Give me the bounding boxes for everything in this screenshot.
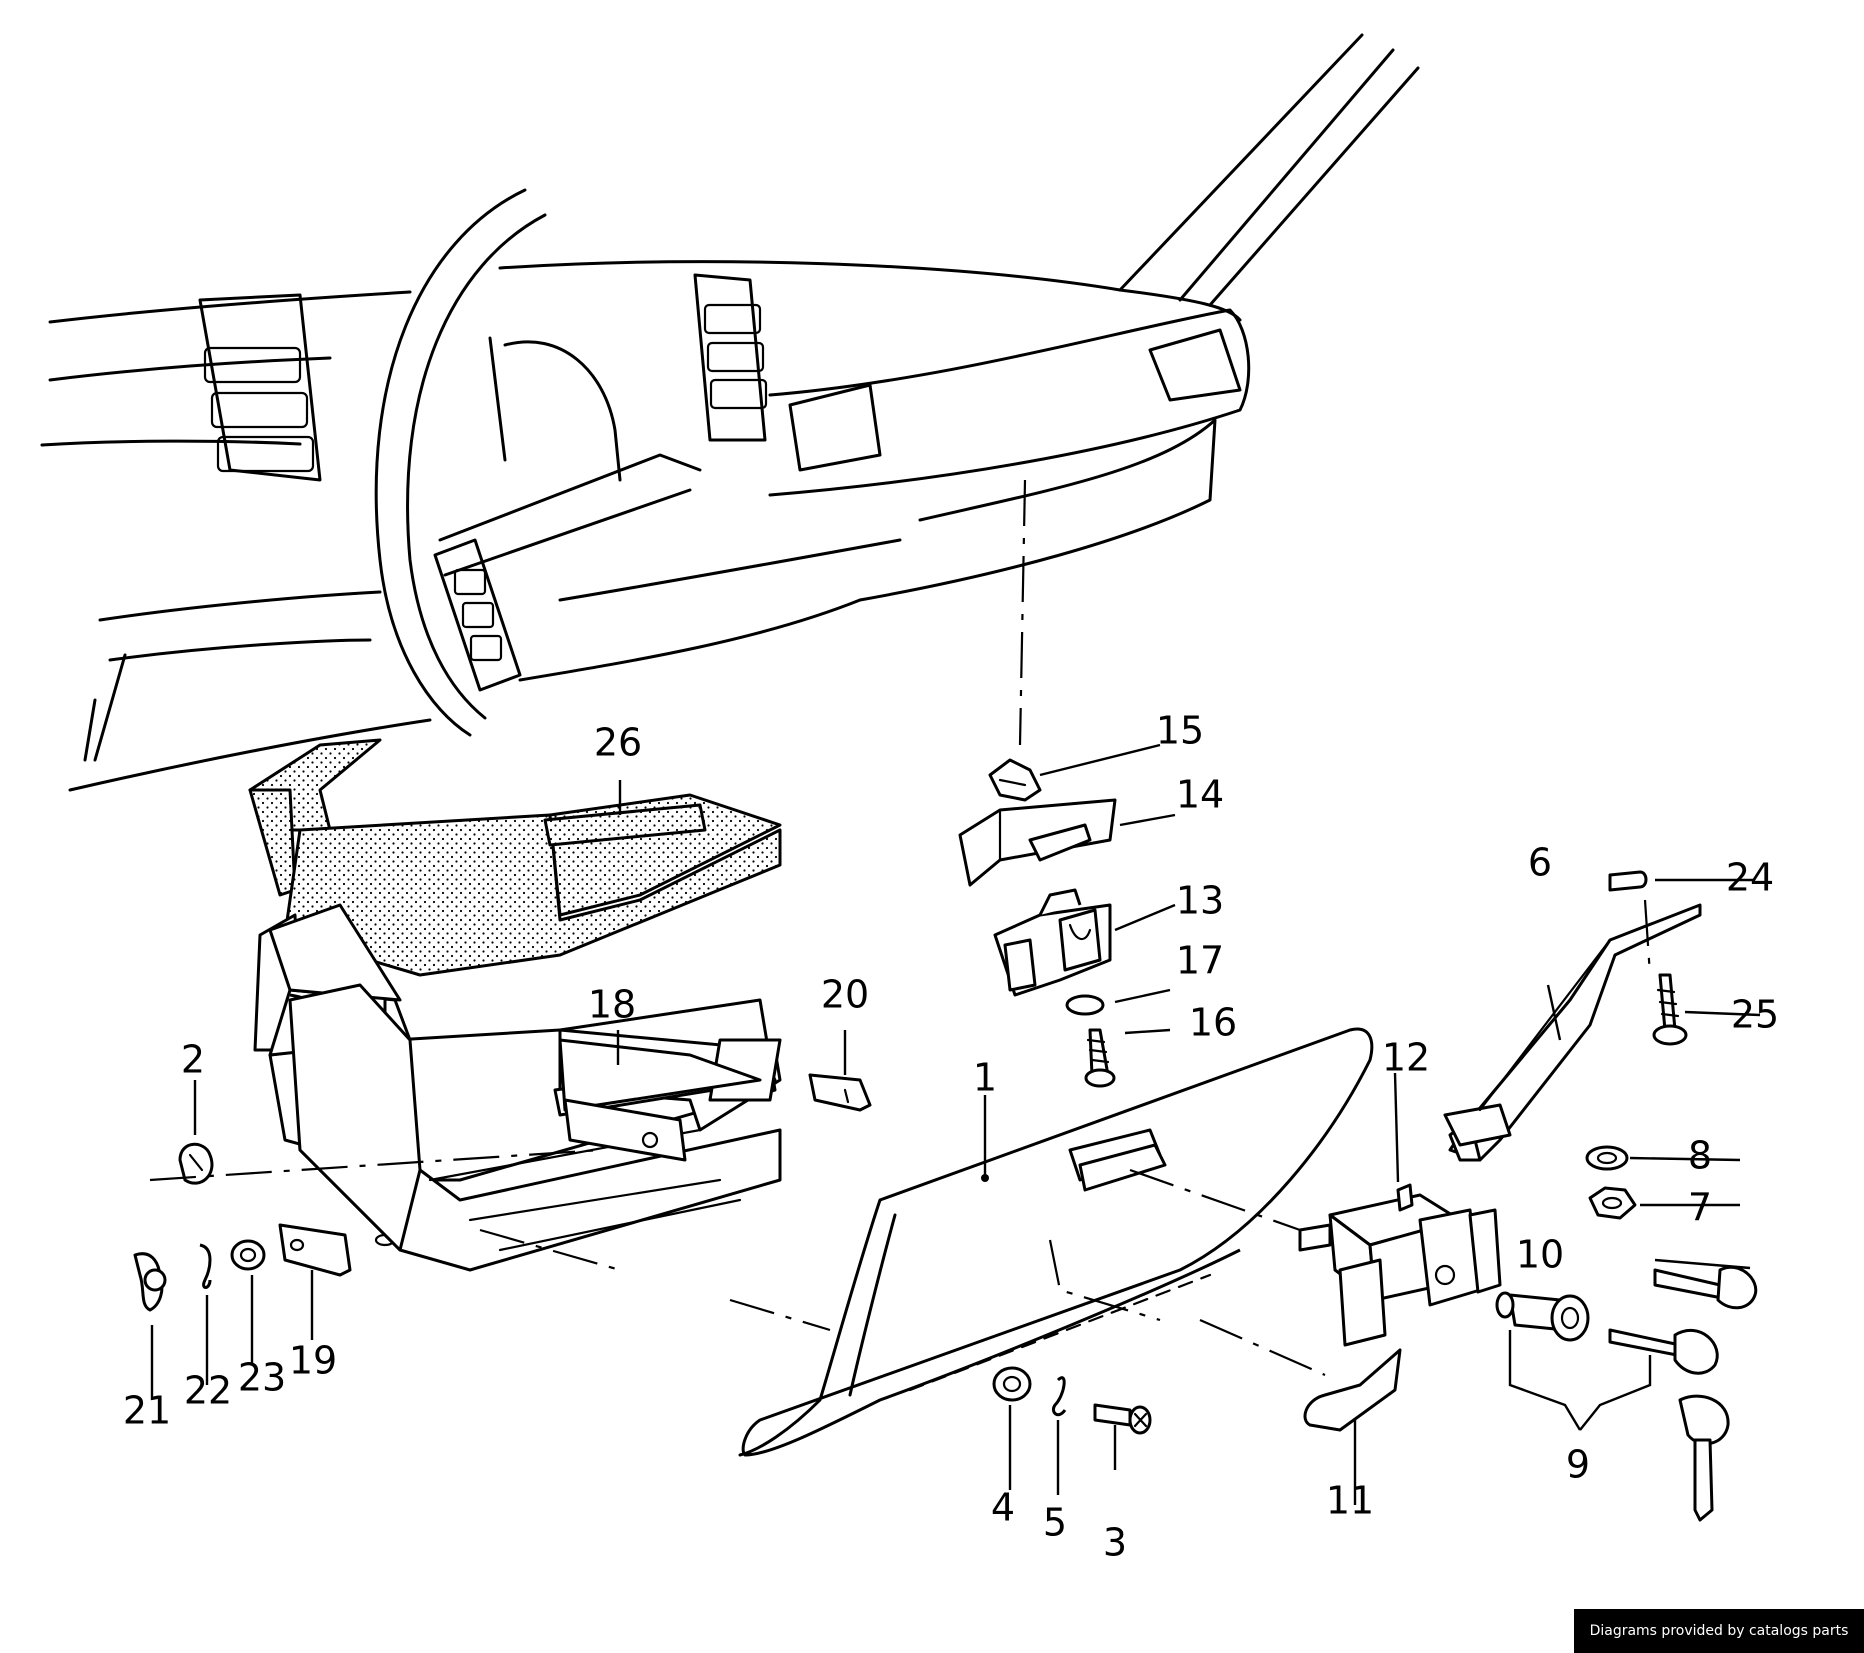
part-9-lock-cylinder [1495, 1291, 1590, 1342]
callout-21: 21 [123, 1389, 171, 1433]
part-6-side-bracket [1443, 903, 1702, 1162]
part-9-keys [1608, 1328, 1730, 1522]
callout-19: 19 [289, 1339, 337, 1383]
callout-10: 10 [1516, 1233, 1564, 1277]
part-25-screw [1652, 973, 1688, 1046]
part-12-lock [1298, 1183, 1502, 1347]
callout-13: 13 [1176, 879, 1224, 923]
callout-7: 7 [1688, 1186, 1712, 1230]
part-1-glovebox-lid [738, 1027, 1374, 1457]
attribution-banner: Diagrams provided by catalogs parts [1574, 1609, 1864, 1653]
part-5-spring-washer [1051, 1376, 1067, 1417]
part-2-clip-nut [178, 1142, 214, 1185]
part-13-latch-body [993, 888, 1112, 997]
part-26-insulation [248, 738, 782, 977]
callout-26: 26 [594, 721, 642, 765]
callout-11: 11 [1326, 1479, 1374, 1523]
part-14-striker-cover [958, 798, 1117, 887]
part-15-clip [988, 758, 1042, 802]
callout-25: 25 [1731, 993, 1779, 1037]
part-10-key [1653, 1265, 1758, 1310]
part-21-wing-nut [133, 1252, 167, 1312]
dashboard-outline [40, 33, 1420, 792]
part-22-spring-washer [199, 1243, 212, 1289]
part-18-carrier-base [288, 983, 782, 1272]
part-20-bracket [808, 1073, 872, 1112]
callout-9: 9 [1566, 1443, 1590, 1487]
callout-22: 22 [184, 1369, 232, 1413]
callout-24: 24 [1726, 856, 1774, 900]
callout-20: 20 [821, 973, 869, 1017]
callout-18: 18 [588, 983, 636, 1027]
part-23-washer [230, 1239, 266, 1271]
part-11-seal [1303, 1348, 1402, 1432]
callout-17: 17 [1176, 939, 1224, 983]
callout-15: 15 [1156, 709, 1204, 753]
callout-14: 14 [1176, 773, 1224, 817]
callout-4: 4 [991, 1486, 1015, 1530]
assembly-center-lines [149, 479, 1652, 1377]
part-8-washer [1585, 1145, 1629, 1171]
part-19-bracket [278, 1223, 352, 1277]
callout-6: 6 [1528, 841, 1552, 885]
leader-lines [150, 743, 1761, 1505]
callout-23: 23 [238, 1356, 286, 1400]
part-7-nut [1588, 1186, 1637, 1220]
part-24-clip [1608, 870, 1648, 892]
callout-2: 2 [181, 1038, 205, 1082]
callout-3: 3 [1103, 1521, 1127, 1565]
callout-5: 5 [1043, 1501, 1067, 1545]
part-4-washer [992, 1366, 1032, 1402]
part-17-washer [1065, 994, 1105, 1016]
callout-8: 8 [1688, 1134, 1712, 1178]
callout-1: 1 [973, 1056, 997, 1100]
callout-16: 16 [1189, 1001, 1237, 1045]
callout-labels: 1 2 3 4 5 6 7 8 9 10 11 12 13 14 15 16 1… [123, 709, 1779, 1565]
callout-12: 12 [1382, 1036, 1430, 1080]
part-3-screw [1093, 1403, 1152, 1435]
part-16-screw [1084, 1028, 1116, 1088]
